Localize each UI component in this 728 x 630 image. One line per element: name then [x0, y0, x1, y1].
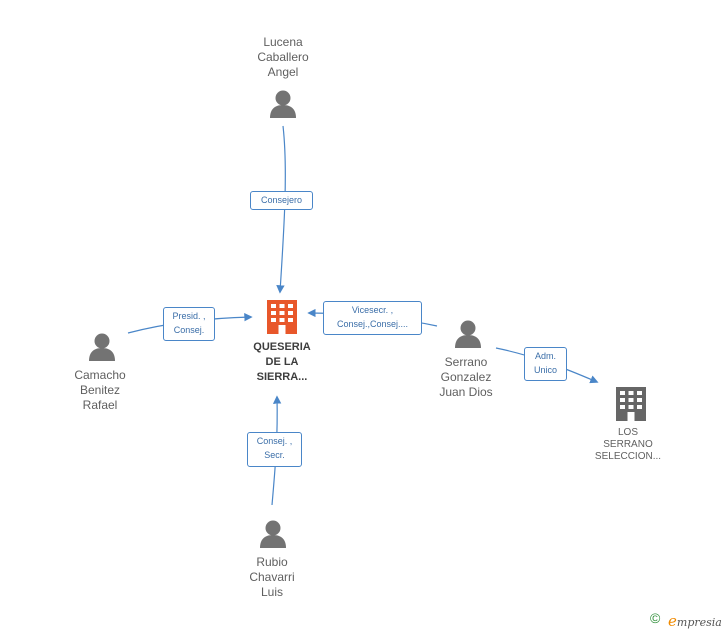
company-label[interactable]: QUESERIA DE LA SIERRA...: [232, 340, 332, 385]
edge-label-line: Unico: [533, 365, 557, 375]
edge-label-adm-unico[interactable]: Adm. Unico: [524, 347, 567, 381]
person-label-lucena[interactable]: Lucena Caballero Angel: [233, 35, 333, 80]
person-name-line: Chavarri: [249, 570, 295, 584]
person-name-line: Luis: [260, 585, 283, 599]
person-name-line: Camacho: [74, 368, 126, 382]
edge-label-consej-secr[interactable]: Consej. , Secr.: [247, 432, 302, 467]
person-label-rubio[interactable]: Rubio Chavarri Luis: [222, 555, 322, 600]
person-icon[interactable]: [89, 333, 115, 362]
company-name-line: SELECCION...: [594, 451, 662, 462]
edge-label-line: Secr.: [264, 450, 285, 460]
company-name-line: SIERRA...: [256, 371, 308, 383]
edge-label-line: Adm.: [534, 351, 556, 361]
person-name-line: Gonzalez: [440, 370, 492, 384]
person-name-line: Caballero: [257, 50, 309, 64]
related-company-label[interactable]: LOS SERRANO SELECCION...: [578, 427, 678, 463]
person-name-line: Benitez: [79, 383, 121, 397]
person-name-line: Lucena: [263, 35, 303, 49]
company-name-line: DE LA: [265, 356, 299, 368]
person-name-line: Rafael: [82, 398, 118, 412]
brand-wordmark: empresia: [668, 612, 722, 630]
edge-label-line: Consej.: [173, 325, 205, 335]
edge-label-vicesecr-consej[interactable]: Vicesecr. , Consej.,Consej....: [323, 301, 422, 335]
edge-label-line: Consej.,Consej....: [336, 319, 409, 329]
edge-label-consejero[interactable]: Consejero: [250, 191, 313, 210]
person-icon[interactable]: [270, 90, 296, 119]
edge-label-line: Consej. ,: [256, 436, 293, 446]
edge-label-line: Vicesecr. ,: [351, 305, 394, 315]
brand-logo[interactable]: © empresia: [650, 608, 728, 630]
person-name-line: Angel: [267, 65, 299, 79]
building-icon[interactable]: [616, 387, 646, 421]
person-name-line: Juan Dios: [439, 385, 493, 399]
person-label-camacho[interactable]: Camacho Benitez Rafael: [50, 368, 150, 413]
edge-label-presid-consej[interactable]: Presid. , Consej.: [163, 307, 215, 341]
company-name-line: SERRANO: [603, 439, 653, 450]
person-name-line: Rubio: [256, 555, 288, 569]
company-name-line: LOS: [617, 427, 638, 438]
company-name-line: QUESERIA: [253, 341, 311, 353]
building-icon[interactable]: [267, 300, 297, 334]
copyright-icon: ©: [650, 610, 661, 626]
person-icon[interactable]: [455, 320, 481, 349]
edge-label-line: Presid. ,: [172, 311, 206, 321]
person-label-serrano[interactable]: Serrano Gonzalez Juan Dios: [416, 355, 516, 400]
person-name-line: Serrano: [444, 355, 488, 369]
edge-label-line: Consejero: [260, 195, 303, 205]
person-icon[interactable]: [260, 520, 286, 549]
